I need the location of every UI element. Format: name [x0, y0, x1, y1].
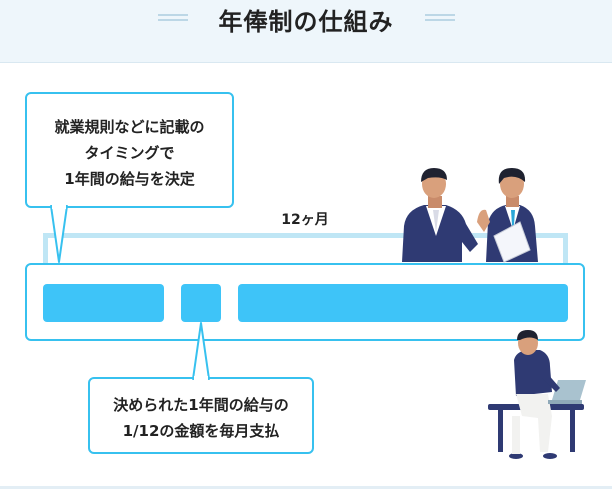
footer-divider [0, 486, 612, 489]
title-decoration-left [158, 11, 188, 24]
callout-monthly-payment: 決められた1年間の給与の 1/12の金額を毎月支払 [88, 377, 314, 454]
callout-top-pointer [50, 203, 68, 263]
callout-line: 1年間の給与を決定 [64, 170, 195, 188]
period-label: 12ヶ月 [281, 212, 329, 228]
two-businessmen-icon [402, 168, 538, 263]
callout-line: 決められた1年間の給与の [113, 396, 289, 414]
callout-line: 1/12の金額を毎月支払 [122, 422, 280, 440]
timeline-block-after [238, 284, 568, 322]
callout-salary-decision: 就業規則などに記載の タイミングで 1年間の給与を決定 [25, 92, 234, 208]
callout-bottom-pointer [192, 322, 210, 382]
title-decoration-right [425, 11, 455, 24]
callout-line: タイミングで [84, 144, 175, 162]
callout-line: 就業規則などに記載の [54, 118, 205, 136]
header: 年俸制の仕組み [0, 0, 612, 63]
timeline-block-before [43, 284, 164, 322]
page-title: 年俸制の仕組み [218, 8, 394, 36]
period-bracket [43, 233, 568, 265]
person-with-laptop-icon [488, 330, 586, 459]
timeline-block-monthly [181, 284, 221, 322]
